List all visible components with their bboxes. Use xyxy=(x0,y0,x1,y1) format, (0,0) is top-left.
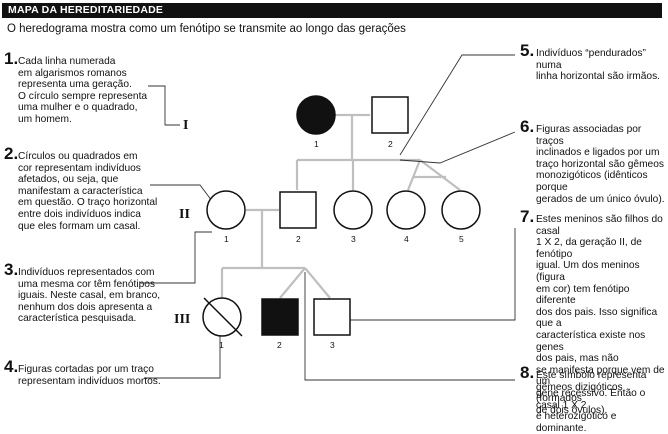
gen2-female-4 xyxy=(386,190,426,230)
note-3: 3. Indivíduos representados com uma mesm… xyxy=(4,260,179,325)
gen2-label-3: 3 xyxy=(351,234,356,244)
generation-label-1: I xyxy=(183,118,188,133)
note-3-number: 3. xyxy=(4,260,19,279)
note-1-number: 1. xyxy=(4,49,19,68)
note-6-text: Figuras associadas por traços inclinados… xyxy=(536,124,665,205)
callout-1 xyxy=(148,85,180,126)
deceased-slash xyxy=(203,297,243,337)
note-4-number: 4. xyxy=(4,357,19,376)
callout-8 xyxy=(304,272,515,381)
dz-twin-line-a xyxy=(279,267,306,299)
gen1-male xyxy=(371,96,409,134)
note-7-number: 7. xyxy=(520,207,535,226)
callout-7 xyxy=(342,228,516,321)
callout-6 xyxy=(399,131,516,164)
callout-2 xyxy=(150,184,216,206)
gen1-label-2: 2 xyxy=(388,139,393,149)
gen3-label-2: 2 xyxy=(277,340,282,350)
note-5-number: 5. xyxy=(520,41,535,60)
twin-line-5 xyxy=(419,159,461,191)
diagram-title: MAPA DA HEREDITARIEDADE xyxy=(2,3,662,18)
gen1-female-affected xyxy=(296,95,336,135)
note-2-text: Círculos ou quadrados em cor representam… xyxy=(18,151,158,232)
note-1-text: Cada linha numerada em algarismos romano… xyxy=(18,56,148,125)
note-4-text: Figuras cortadas por um traço representa… xyxy=(18,364,161,387)
note-6: 6. Figuras associadas por traços inclina… xyxy=(520,117,667,205)
gen2-label-4: 4 xyxy=(404,234,409,244)
callout-lines xyxy=(140,54,516,381)
generation-label-2: II xyxy=(179,207,190,222)
pedigree-lines xyxy=(220,113,461,299)
note-3-text: Indivíduos representados com uma mesma c… xyxy=(18,267,161,325)
gen2-label-2: 2 xyxy=(296,234,301,244)
callout-3 xyxy=(140,231,212,284)
twin-line-4 xyxy=(406,159,422,191)
gen2-label-5: 5 xyxy=(459,234,464,244)
note-1: 1. Cada linha numerada em algarismos rom… xyxy=(4,49,164,126)
generation-label-3: III xyxy=(174,312,190,327)
callout-4 xyxy=(144,335,221,379)
note-6-number: 6. xyxy=(520,117,535,136)
callout-5 xyxy=(399,54,515,156)
note-4: 4. Figuras cortadas por um traço represe… xyxy=(4,357,179,387)
note-5: 5. Indivíduos “pendurados” numa linha ho… xyxy=(520,41,665,83)
diagram-subtitle: O heredograma mostra como um fenótipo se… xyxy=(7,23,406,35)
note-8: 8. Este símbolo representa gêmeos dizigó… xyxy=(520,363,667,416)
gen2-female-3 xyxy=(333,190,373,230)
note-8-text: Este símbolo representa gêmeos dizigótic… xyxy=(536,370,647,416)
gen1-label-1: 1 xyxy=(314,139,319,149)
note-5-text: Indivíduos “pendurados” numa linha horiz… xyxy=(536,48,661,83)
gen2-female-1 xyxy=(206,190,246,230)
gen2-male-2 xyxy=(279,191,317,229)
gen3-label-3: 3 xyxy=(330,340,335,350)
gen3-label-1: 1 xyxy=(219,340,224,350)
note-8-number: 8. xyxy=(520,363,535,382)
gen3-male-affected xyxy=(261,298,299,336)
gen2-female-5 xyxy=(441,190,481,230)
gen3-male-3 xyxy=(313,298,351,336)
dz-twin-line-b xyxy=(304,267,331,299)
note-2: 2. Círculos ou quadrados em cor represen… xyxy=(4,144,179,232)
note-2-number: 2. xyxy=(4,144,19,163)
gen2-label-1: 1 xyxy=(224,234,229,244)
